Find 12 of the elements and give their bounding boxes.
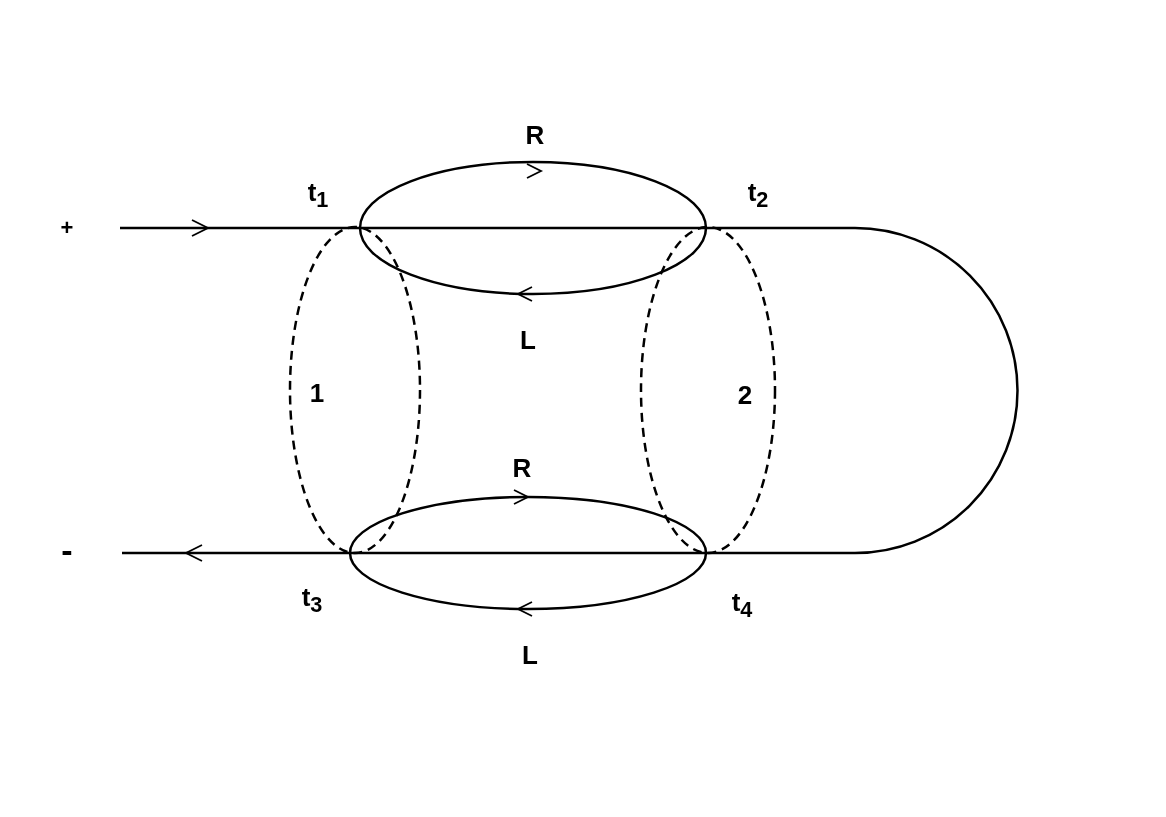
path-label: L — [520, 327, 536, 353]
junction-label: t$_{2}$ — [747, 179, 769, 211]
path-label: L — [522, 642, 538, 668]
junction-label: t$_{4}$ — [731, 589, 753, 621]
path-label: R — [512, 455, 532, 481]
junction-label: t$_{3}$ — [301, 584, 323, 616]
terminal-sign: + — [60, 217, 74, 239]
region-number: 2 — [737, 382, 753, 408]
path-label: R — [525, 122, 545, 148]
terminal-sign: - — [61, 533, 73, 567]
region-number: 1 — [309, 380, 325, 406]
junction-label: t$_{1}$ — [307, 179, 329, 211]
